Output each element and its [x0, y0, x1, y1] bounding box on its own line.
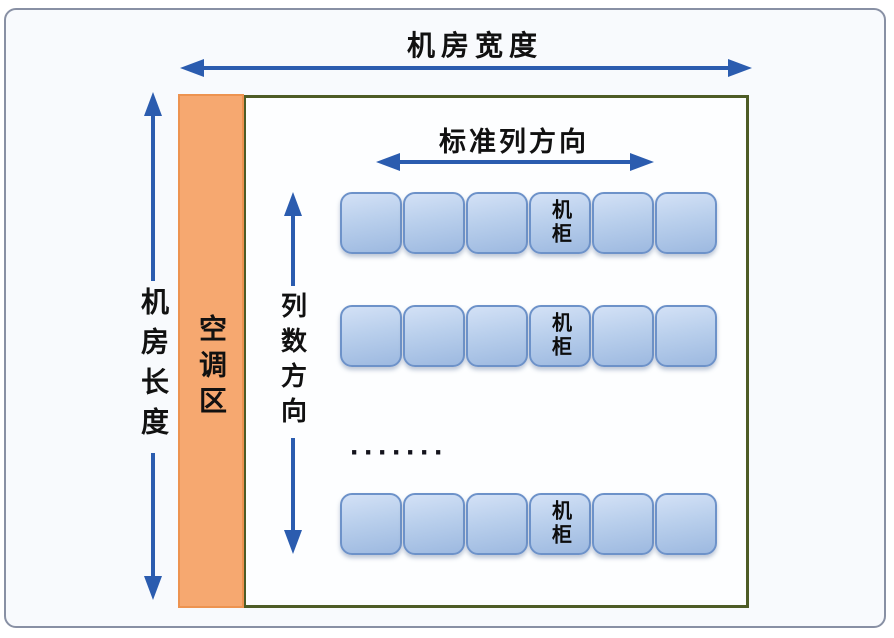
cabinet — [592, 305, 654, 367]
room-length-label: 机房长度 — [129, 281, 177, 453]
cabinet — [592, 493, 654, 555]
cabinet — [340, 305, 402, 367]
cabinet: 机柜 — [529, 305, 591, 367]
cabinet — [403, 192, 465, 254]
room-width-label: 机房宽度 — [406, 30, 543, 61]
ac-zone: 空调区 — [178, 94, 244, 608]
cabinet — [655, 493, 717, 555]
cabinet — [340, 192, 402, 254]
cabinet-row: 机柜 — [340, 493, 717, 555]
cabinet — [340, 493, 402, 555]
cabinet-row: 机柜 — [340, 192, 717, 254]
cabinet — [466, 192, 528, 254]
cabinet — [466, 305, 528, 367]
cabinet-label: 机柜 — [548, 199, 571, 247]
ac-zone-label: 空调区 — [196, 314, 227, 422]
room-width-arrow-icon — [180, 59, 752, 77]
cabinet-label: 机柜 — [548, 500, 571, 548]
cabinet: 机柜 — [529, 192, 591, 254]
cabinet — [466, 493, 528, 555]
cabinet — [655, 305, 717, 367]
cabinet — [403, 493, 465, 555]
cabinet: 机柜 — [529, 493, 591, 555]
standard-row-direction-arrow-icon — [376, 153, 654, 171]
cabinet — [592, 192, 654, 254]
standard-row-direction-label: 标准列方向 — [439, 127, 589, 157]
cabinet — [403, 305, 465, 367]
cabinet — [655, 192, 717, 254]
row-count-direction-label: 列数方向 — [271, 286, 315, 438]
cabinet-label: 机柜 — [548, 312, 571, 360]
cabinet-row: 机柜 — [340, 305, 717, 367]
row-ellipsis: ······· — [350, 436, 448, 469]
